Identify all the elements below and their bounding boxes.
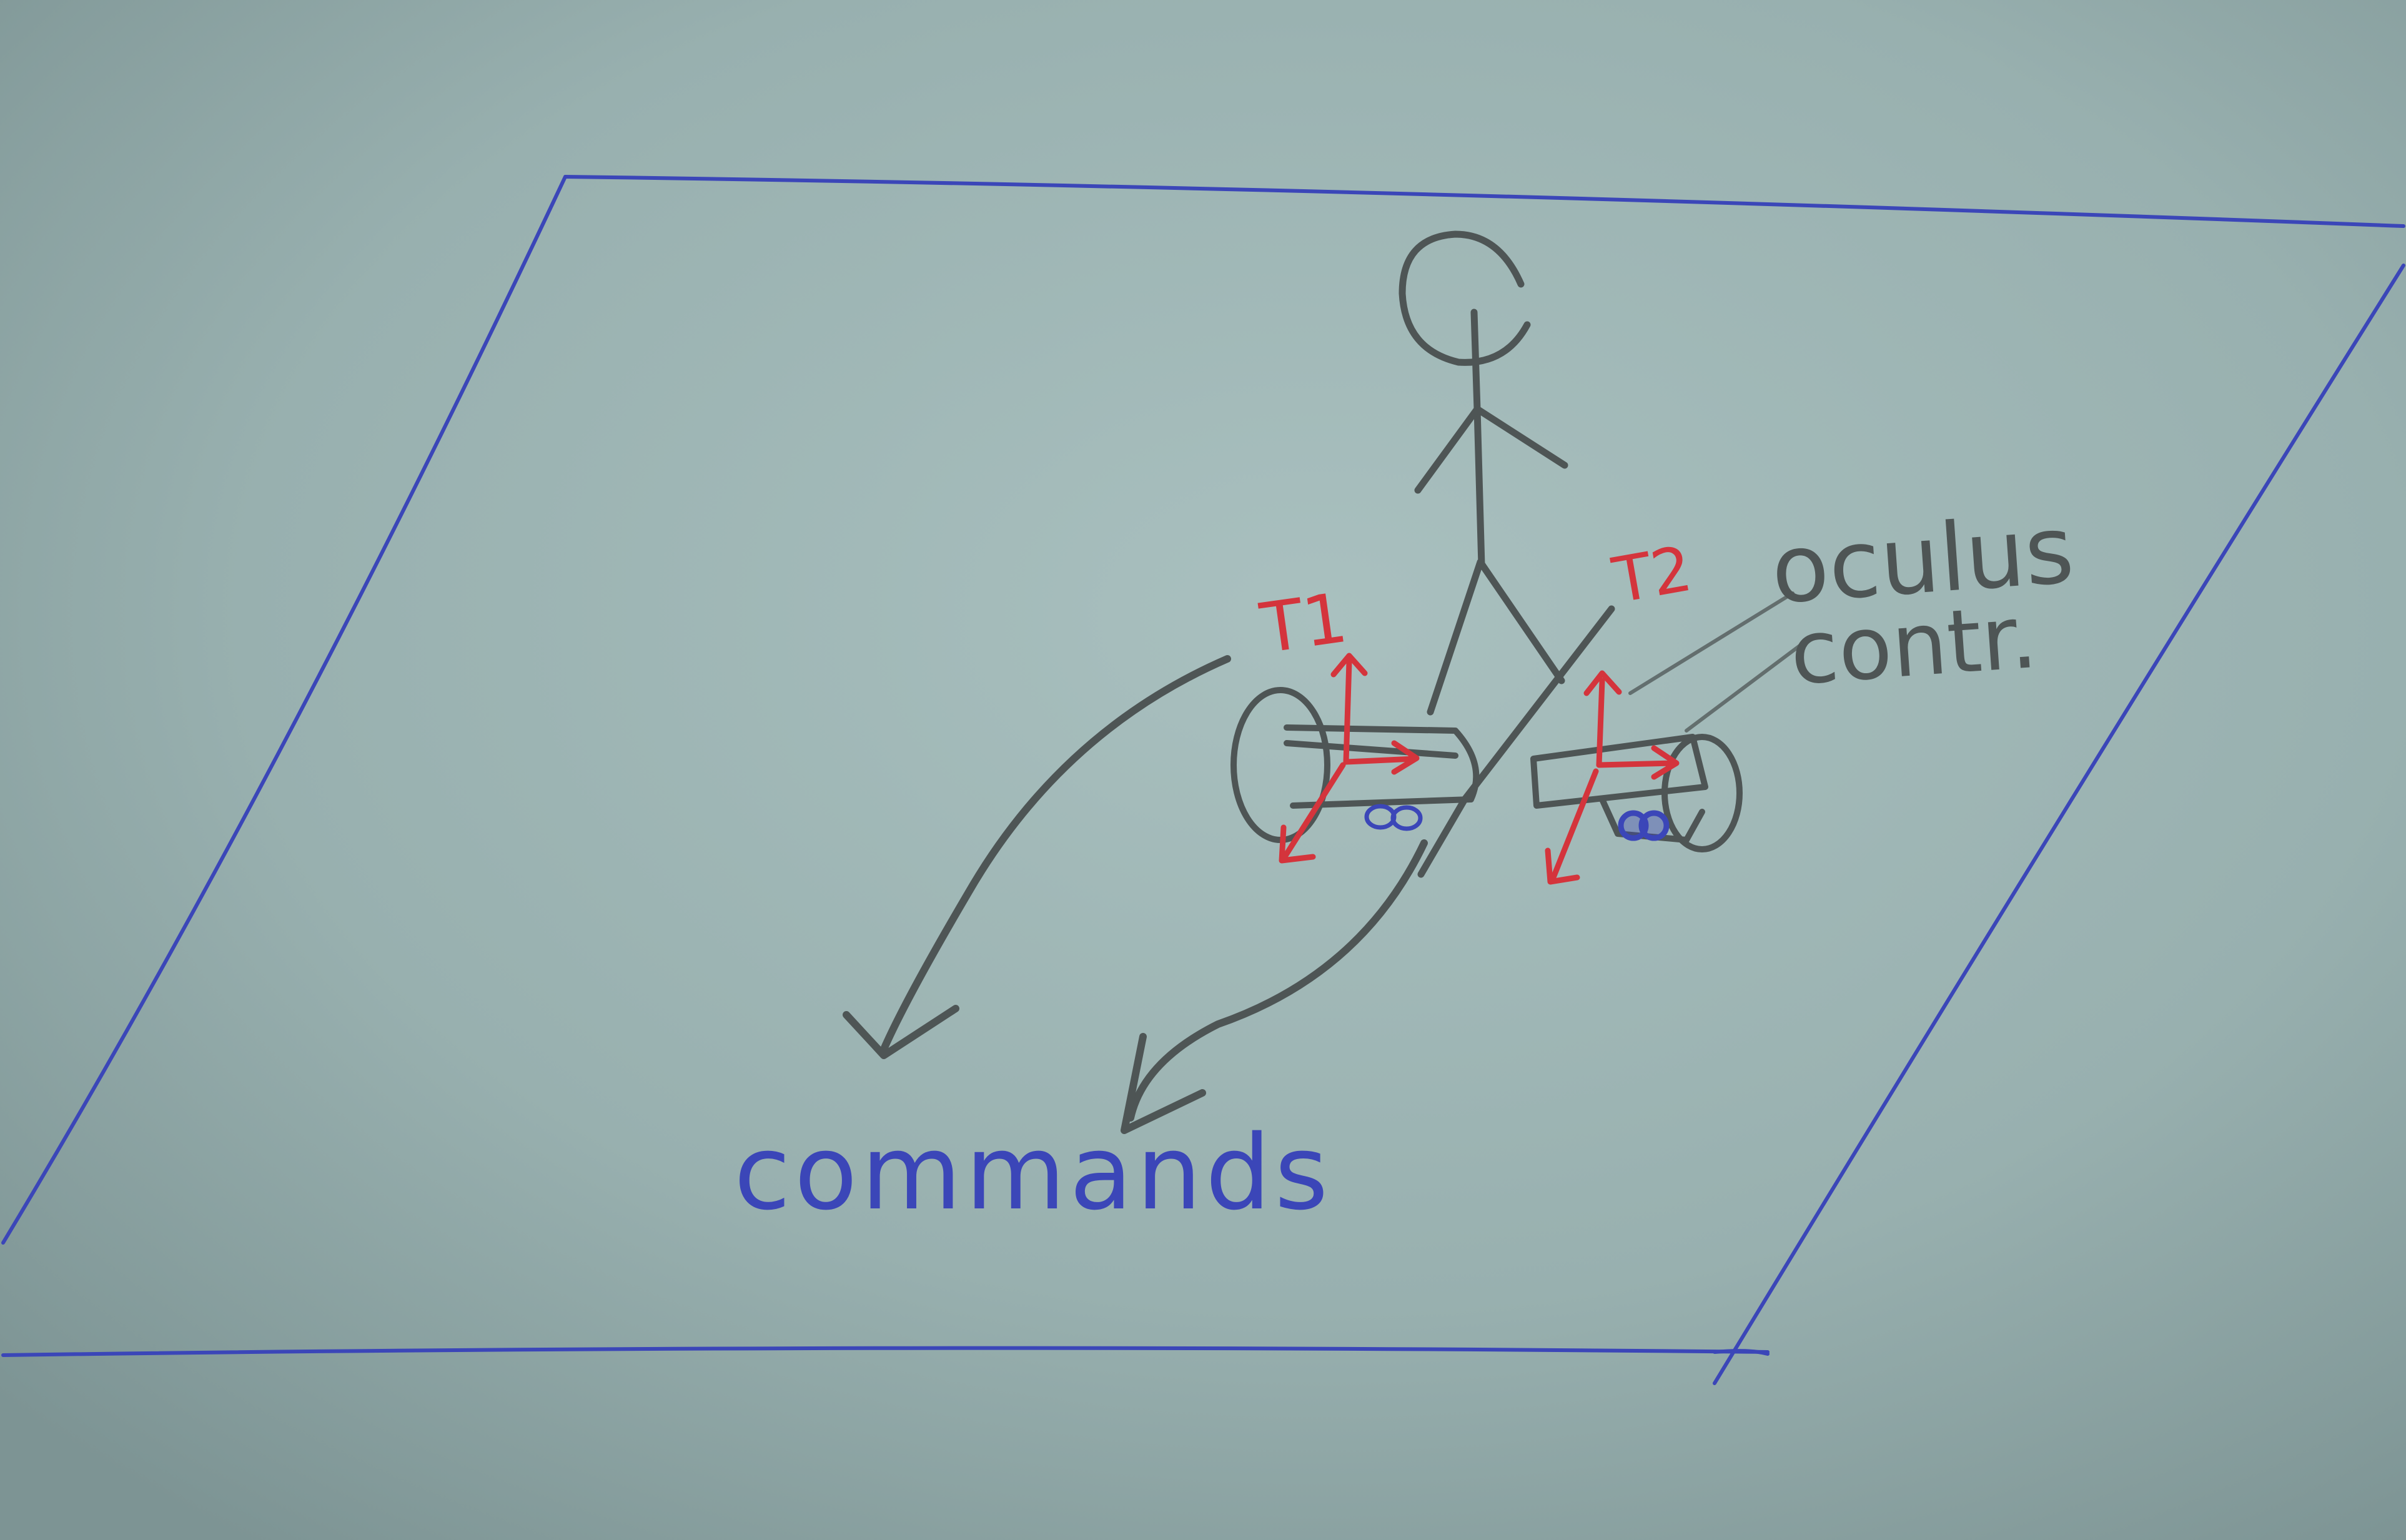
frame-label-t1: T1 bbox=[1255, 578, 1352, 669]
ground-plane bbox=[1, 175, 2405, 1385]
frame-label-t2: T2 bbox=[1607, 532, 1697, 618]
right-controller-buttons bbox=[1618, 810, 1670, 841]
sensor-label-line1: oculus bbox=[1768, 496, 2077, 625]
stick-figure bbox=[1399, 230, 1568, 716]
sensor-label-pointers bbox=[1628, 591, 1813, 733]
stick-figure-legs bbox=[1427, 558, 1565, 716]
frame-t1-axes bbox=[1279, 653, 1420, 864]
output-label-commands: commands bbox=[734, 1113, 1332, 1233]
left-controller-buttons bbox=[1364, 804, 1423, 831]
frame-t2-axes bbox=[1545, 670, 1680, 885]
sensor-label-line2: contr. bbox=[1787, 586, 2041, 705]
arrow-right-to-commands bbox=[1121, 839, 1428, 1134]
arrow-left-to-commands bbox=[843, 655, 1231, 1059]
stick-figure-arms bbox=[1414, 405, 1568, 494]
stick-figure-head bbox=[1399, 230, 1531, 366]
